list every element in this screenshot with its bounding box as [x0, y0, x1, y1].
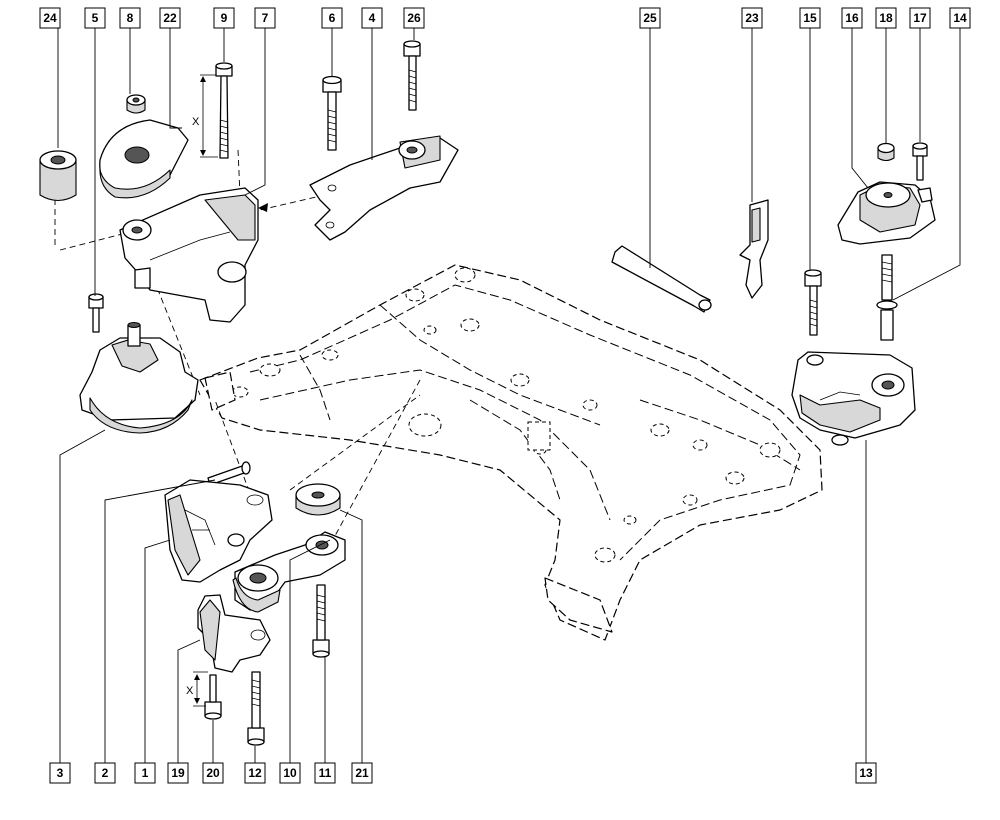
callout-9: 9 [213, 7, 235, 29]
svg-text:24: 24 [43, 11, 57, 25]
part-8-nut [126, 94, 146, 114]
callout-22: 22 [159, 7, 181, 29]
callout-12: 12 [244, 762, 266, 784]
callout-10: 10 [279, 762, 301, 784]
svg-text:10: 10 [283, 766, 297, 780]
svg-text:19: 19 [171, 766, 185, 780]
part-6-bolt [322, 75, 342, 151]
callout-2: 2 [94, 762, 116, 784]
svg-text:18: 18 [879, 11, 893, 25]
part-2-bolt [207, 461, 251, 486]
svg-text:7: 7 [262, 11, 269, 25]
part-20-bolt [193, 671, 222, 720]
svg-text:2: 2 [102, 766, 109, 780]
callout-25: 25 [639, 7, 661, 29]
callout-19: 19 [167, 762, 189, 784]
callout-1: 1 [134, 762, 156, 784]
part-17-bolt [912, 142, 928, 181]
svg-text:20: 20 [206, 766, 220, 780]
svg-text:8: 8 [127, 11, 134, 25]
callout-16: 16 [841, 7, 863, 29]
dimension-label-x: X [192, 116, 200, 128]
dimension-label-x: X [186, 685, 194, 697]
svg-text:23: 23 [745, 11, 759, 25]
svg-text:15: 15 [803, 11, 817, 25]
part-16-gearbox-mount [837, 181, 936, 245]
part-12-bolt [247, 671, 265, 746]
svg-text:25: 25 [643, 11, 657, 25]
callout-4: 4 [361, 7, 383, 29]
svg-text:6: 6 [329, 11, 336, 25]
callout-11: 11 [314, 762, 336, 784]
svg-text:9: 9 [221, 11, 228, 25]
part-23-clip [739, 199, 769, 299]
part-3-engine-mount [79, 322, 199, 434]
part-14-stud [876, 254, 898, 341]
callout-21: 21 [351, 762, 373, 784]
callout-5: 5 [84, 7, 106, 29]
svg-text:5: 5 [92, 11, 99, 25]
part-25-rod [611, 245, 712, 313]
svg-text:11: 11 [319, 766, 332, 780]
part-26-bolt [403, 40, 421, 111]
part-9-bolt [200, 62, 233, 159]
leader-lines [57, 28, 961, 763]
callout-3: 3 [49, 762, 71, 784]
callout-24: 24 [39, 7, 61, 29]
svg-text:17: 17 [913, 11, 927, 25]
callout-20: 20 [202, 762, 224, 784]
part-19-bracket [197, 594, 271, 673]
callout-26: 26 [403, 7, 425, 29]
callout-18: 18 [875, 7, 897, 29]
svg-text:22: 22 [163, 11, 177, 25]
callout-13: 13 [855, 762, 877, 784]
svg-text:12: 12 [248, 766, 262, 780]
part-22-cover [99, 119, 189, 199]
part-21-bushing [295, 483, 341, 516]
callout-7: 7 [254, 7, 276, 29]
arrow-head [258, 203, 268, 212]
svg-text:4: 4 [369, 11, 376, 25]
svg-text:16: 16 [845, 11, 859, 25]
svg-text:21: 21 [355, 766, 369, 780]
front-subframe [199, 264, 823, 641]
part-10-lower-torque-rod [232, 531, 346, 613]
part-1-bracket [164, 479, 273, 583]
callout-23: 23 [741, 7, 763, 29]
part-4-bracket [309, 135, 459, 241]
callout-14: 14 [949, 7, 971, 29]
part-7-torque-link [119, 187, 259, 323]
callout-8: 8 [119, 7, 141, 29]
part-15-bolt [804, 269, 822, 336]
part-13-bracket [791, 351, 916, 446]
svg-text:13: 13 [859, 766, 873, 780]
part-18-nut [877, 142, 895, 162]
svg-text:26: 26 [407, 11, 421, 25]
svg-text:14: 14 [953, 11, 967, 25]
part-11-bolt [312, 584, 330, 658]
svg-text:3: 3 [57, 766, 64, 780]
part-24-bushing [39, 150, 77, 202]
callout-6: 6 [321, 7, 343, 29]
callout-15: 15 [799, 7, 821, 29]
callout-17: 17 [909, 7, 931, 29]
svg-text:1: 1 [142, 766, 149, 780]
part-5-bolt [88, 293, 104, 333]
